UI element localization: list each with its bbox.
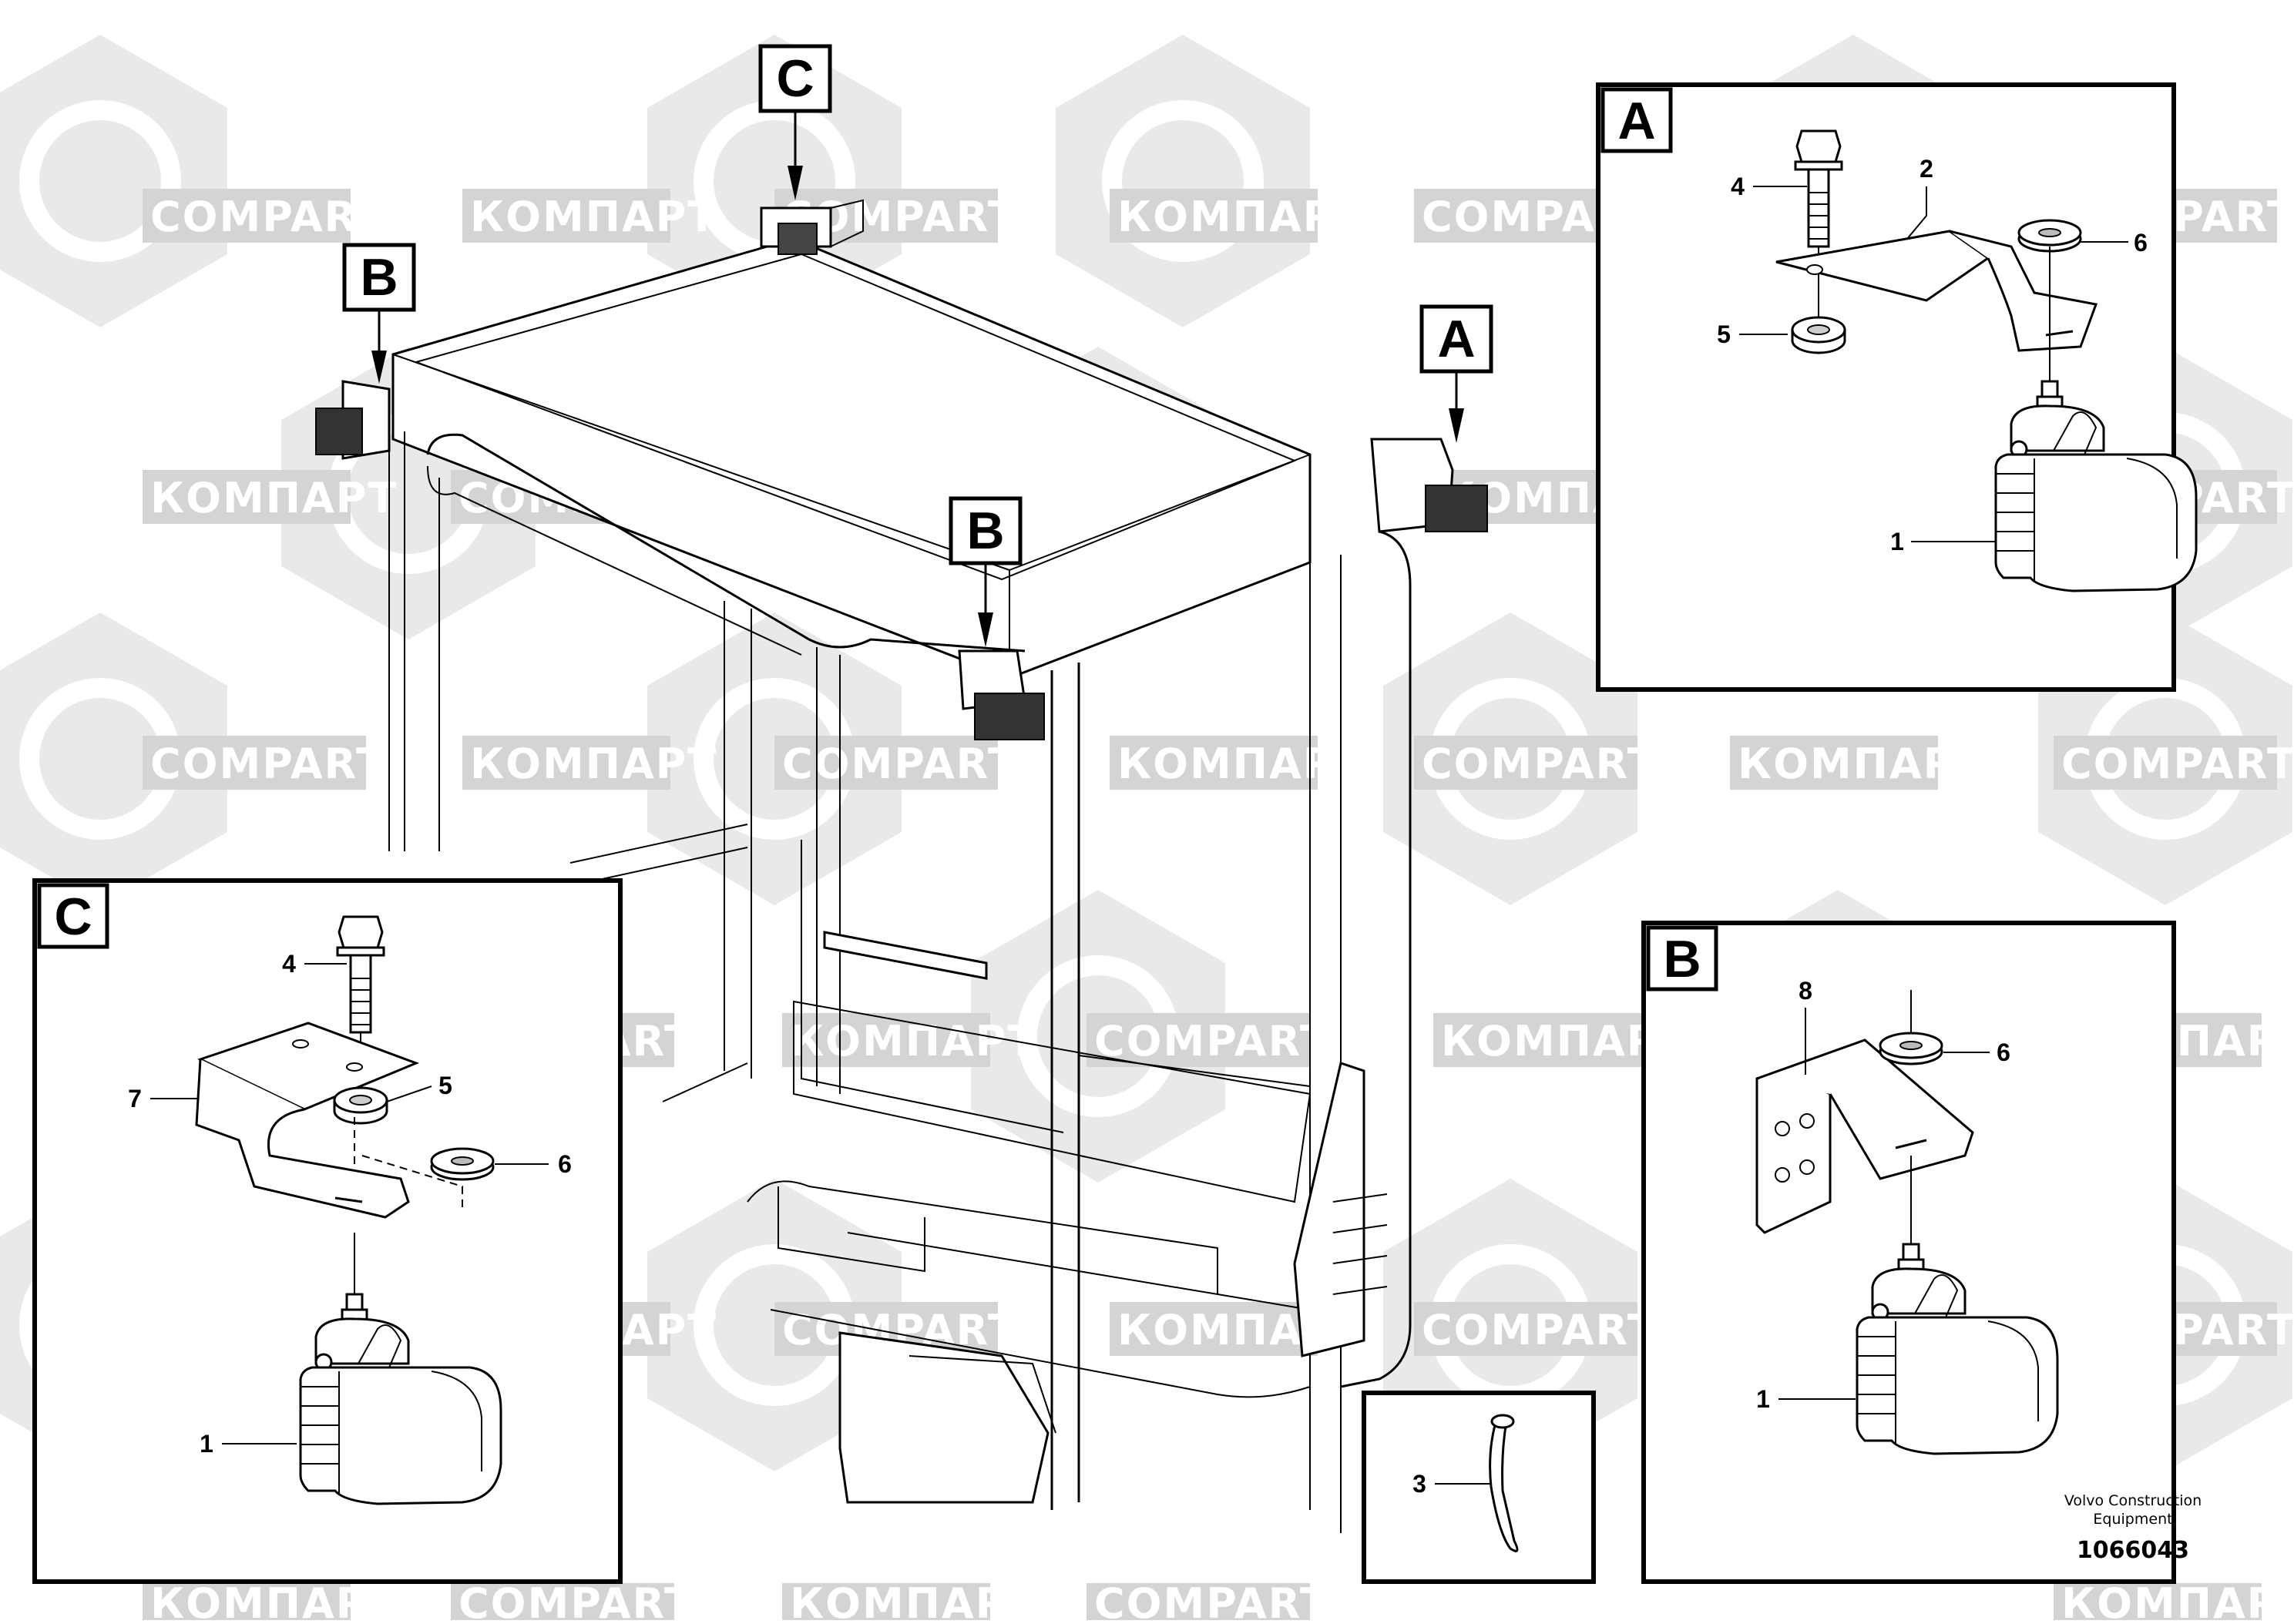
svg-text:5: 5 — [438, 1072, 452, 1099]
callout-a-5: 5 — [1717, 320, 1788, 348]
frame-lamp-right — [1370, 438, 1488, 533]
marker-b-left: B — [342, 243, 416, 384]
company-name-line1: Volvo Construction — [2064, 1492, 2202, 1509]
svg-text:КОМПАРТ: КОМПАРТ — [150, 474, 398, 522]
nut-icon — [333, 1086, 388, 1125]
svg-text:4: 4 — [1731, 173, 1745, 200]
callout-a-6: 6 — [2081, 229, 2148, 257]
svg-text:КОМПАРТ: КОМПАРТ — [790, 1579, 1037, 1620]
callout-c-4: 4 — [282, 950, 347, 978]
svg-text:6: 6 — [2134, 229, 2148, 257]
svg-text:КОМПАРТ: КОМПАРТ — [470, 193, 717, 241]
detail-c-label: C — [54, 887, 92, 946]
svg-text:COMPART: COMPART — [1094, 1579, 1330, 1620]
detail-c-panel: C 4 7 5 6 1 — [32, 878, 623, 1584]
callout-b-6: 6 — [1943, 1038, 2010, 1066]
marker-a-right: A — [1419, 304, 1493, 443]
svg-text:B: B — [966, 502, 1004, 560]
svg-text:5: 5 — [1717, 320, 1731, 348]
svg-text:8: 8 — [1799, 977, 1812, 1005]
callout-c-7: 7 — [128, 1085, 199, 1112]
svg-text:КОМПАРТ: КОМПАРТ — [470, 740, 717, 788]
svg-text:4: 4 — [282, 950, 296, 978]
watermark-row-6: КОМПАРТ COMPART КОМПАРТ COMPART КОМПАРТ — [143, 1579, 2294, 1624]
nut-icon — [1791, 316, 1846, 354]
svg-text:6: 6 — [558, 1150, 572, 1178]
svg-text:КОМПАРТ: КОМПАРТ — [2061, 1579, 2294, 1620]
svg-text:C: C — [776, 49, 814, 108]
detail-b-panel: B 8 6 1 — [1641, 921, 2176, 1584]
svg-text:2: 2 — [1920, 155, 1933, 183]
svg-text:1: 1 — [1890, 528, 1904, 555]
company-name-line2: Equipment — [2093, 1511, 2172, 1528]
svg-text:КОМПАРТ: КОМПАРТ — [1738, 740, 1985, 788]
callout-c-1: 1 — [200, 1430, 297, 1458]
frame-lamp-top — [760, 199, 864, 255]
svg-text:COMPART: COMPART — [150, 193, 386, 241]
callout-a-2: 2 — [1906, 155, 1933, 240]
svg-text:COMPART: COMPART — [150, 740, 386, 788]
svg-text:COMPART: COMPART — [782, 740, 1018, 788]
frame-lamp-left — [315, 380, 391, 460]
callout-a-4: 4 — [1731, 173, 1807, 200]
marker-c-top: C — [758, 44, 832, 200]
drawing-number: 1066043 — [2077, 1537, 2189, 1564]
callout-c-6: 6 — [495, 1150, 572, 1178]
callout-b-1: 1 — [1756, 1385, 1856, 1413]
svg-text:COMPART: COMPART — [458, 1579, 694, 1620]
callout-tie-3: 3 — [1412, 1470, 1491, 1498]
callout-b-8: 8 — [1799, 977, 1812, 1075]
detail-cable-tie-panel: 3 — [1362, 1391, 1596, 1584]
cab-frame-view — [315, 199, 1488, 1533]
svg-text:КОМПАРТ: КОМПАРТ — [1117, 740, 1365, 788]
marker-b-center: B — [949, 496, 1023, 647]
callout-a-1: 1 — [1890, 528, 1996, 555]
footer: Volvo Construction Equipment 1066043 — [2064, 1492, 2202, 1564]
svg-text:7: 7 — [128, 1085, 142, 1112]
callout-c-5: 5 — [386, 1072, 452, 1102]
frame-lamp-center — [958, 649, 1045, 740]
svg-text:3: 3 — [1412, 1470, 1426, 1498]
svg-text:COMPART: COMPART — [2061, 740, 2294, 788]
svg-text:КОМПАРТ: КОМПАРТ — [1117, 193, 1365, 241]
svg-text:1: 1 — [200, 1430, 213, 1458]
detail-a-label: A — [1617, 92, 1655, 150]
washer-icon — [430, 1147, 495, 1181]
svg-text:6: 6 — [1997, 1038, 2010, 1066]
svg-text:КОМПАРТ: КОМПАРТ — [150, 1579, 398, 1620]
svg-text:B: B — [360, 248, 398, 307]
svg-text:COMPART: COMPART — [1422, 740, 1658, 788]
svg-text:КОМПАРТ: КОМПАРТ — [790, 1017, 1037, 1065]
washer-icon — [1879, 1032, 1943, 1065]
svg-text:COMPART: COMPART — [1422, 1306, 1658, 1354]
detail-a-panel: A 4 2 6 5 1 — [1596, 82, 2198, 692]
svg-text:A: A — [1437, 310, 1475, 368]
svg-text:COMPART: COMPART — [1094, 1017, 1330, 1065]
detail-b-label: B — [1663, 930, 1701, 988]
cable-tie-icon — [1489, 1415, 1519, 1552]
watermark-row-3: COMPART КОМПАРТ COMPART КОМПАРТ COMPART … — [143, 736, 2294, 790]
svg-text:1: 1 — [1756, 1385, 1770, 1413]
